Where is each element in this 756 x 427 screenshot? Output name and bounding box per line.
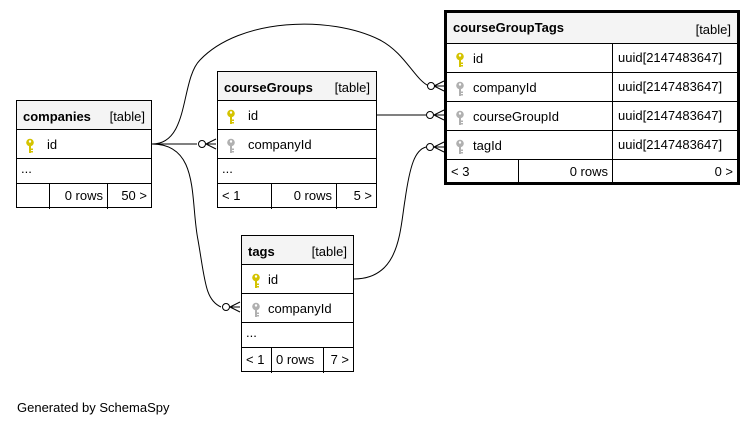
crowfoot-mark bbox=[433, 85, 445, 92]
table-type: [table] bbox=[695, 22, 731, 37]
column-row[interactable]: id uuid[2147483647] bbox=[447, 44, 737, 73]
parents-count[interactable]: < 3 bbox=[451, 164, 470, 179]
column-row[interactable]: id bbox=[17, 130, 151, 159]
primary-key-icon bbox=[226, 109, 236, 128]
column-type: uuid[2147483647] bbox=[612, 44, 722, 72]
column-row[interactable]: id bbox=[242, 265, 353, 294]
parents-count[interactable] bbox=[17, 184, 49, 209]
table-header: companies [table] bbox=[17, 101, 151, 130]
crowfoot-mark bbox=[229, 301, 241, 308]
column-row[interactable]: id bbox=[218, 101, 376, 130]
column-name: companyId bbox=[268, 301, 332, 316]
column-name: companyId bbox=[248, 137, 312, 152]
children-count[interactable]: 7 > bbox=[323, 348, 353, 373]
table-tags[interactable]: tags [table] id companyId ... < 1 0 rows… bbox=[241, 235, 354, 373]
foreign-key-icon bbox=[226, 138, 236, 157]
crowfoot-mark bbox=[205, 143, 217, 150]
primary-key-icon bbox=[251, 273, 261, 292]
more-columns: ... bbox=[242, 323, 353, 348]
column-type: uuid[2147483647] bbox=[612, 73, 722, 101]
table-type: [table] bbox=[109, 109, 145, 124]
column-row[interactable]: courseGroupId uuid[2147483647] bbox=[447, 102, 737, 131]
table-companies[interactable]: companies [table] id ... 0 rows 50 > bbox=[16, 100, 152, 209]
table-header: courseGroups [table] bbox=[218, 72, 376, 101]
column-type: uuid[2147483647] bbox=[612, 131, 722, 159]
optional-marker bbox=[426, 143, 434, 151]
row-count: 0 rows bbox=[271, 348, 323, 373]
foreign-key-icon bbox=[455, 81, 465, 100]
crowfoot-mark bbox=[433, 80, 445, 87]
crowfoot-mark bbox=[205, 138, 217, 145]
row-count: 0 rows bbox=[49, 184, 107, 209]
table-name: courseGroups bbox=[224, 80, 313, 95]
foreign-key-icon bbox=[251, 302, 261, 321]
table-header: courseGroupTags [table] bbox=[447, 13, 737, 44]
column-name: id bbox=[248, 108, 259, 123]
crowfoot-mark bbox=[433, 146, 445, 153]
column-type: uuid[2147483647] bbox=[612, 102, 722, 130]
optional-marker bbox=[427, 82, 435, 90]
table-footer: < 3 0 rows 0 > bbox=[447, 160, 737, 185]
foreign-key-icon bbox=[455, 139, 465, 158]
table-footer: < 1 0 rows 5 > bbox=[218, 184, 376, 209]
more-columns: ... bbox=[17, 159, 151, 184]
table-footer: < 1 0 rows 7 > bbox=[242, 348, 353, 373]
optional-marker bbox=[426, 111, 434, 119]
primary-key-icon bbox=[25, 138, 35, 157]
table-header: tags [table] bbox=[242, 236, 353, 265]
column-name: id bbox=[47, 137, 58, 152]
column-row[interactable]: companyId bbox=[218, 130, 376, 159]
table-type: [table] bbox=[334, 80, 370, 95]
relationship-line bbox=[151, 143, 222, 308]
crowfoot-mark bbox=[433, 141, 445, 148]
parents-count[interactable]: < 1 bbox=[246, 352, 265, 367]
table-footer: 0 rows 50 > bbox=[17, 184, 151, 209]
generated-by-text: Generated by SchemaSpy bbox=[17, 400, 170, 415]
children-count[interactable]: 0 > bbox=[612, 160, 737, 185]
column-row[interactable]: companyId bbox=[242, 294, 353, 323]
table-name: tags bbox=[248, 244, 275, 259]
row-count: 0 rows bbox=[271, 184, 336, 209]
crowfoot-mark bbox=[433, 114, 445, 121]
column-name: tagId bbox=[473, 138, 502, 153]
table-name: courseGroupTags bbox=[453, 20, 565, 35]
column-row[interactable]: companyId uuid[2147483647] bbox=[447, 73, 737, 102]
table-name: companies bbox=[23, 109, 91, 124]
children-count[interactable]: 50 > bbox=[107, 184, 151, 209]
more-columns: ... bbox=[218, 159, 376, 184]
parents-count[interactable]: < 1 bbox=[222, 188, 241, 203]
column-name: companyId bbox=[473, 80, 537, 95]
column-name: id bbox=[268, 272, 279, 287]
optional-marker bbox=[222, 303, 230, 311]
optional-marker bbox=[198, 140, 206, 148]
table-type: [table] bbox=[311, 244, 347, 259]
crowfoot-mark bbox=[433, 109, 445, 116]
column-name: id bbox=[473, 51, 484, 66]
column-name: courseGroupId bbox=[473, 109, 559, 124]
table-courseGroupTags[interactable]: courseGroupTags [table] id uuid[21474836… bbox=[444, 10, 740, 185]
children-count[interactable]: 5 > bbox=[336, 184, 376, 209]
row-count: 0 rows bbox=[518, 160, 612, 185]
column-row[interactable]: tagId uuid[2147483647] bbox=[447, 131, 737, 160]
table-courseGroups[interactable]: courseGroups [table] id companyId ... < … bbox=[217, 71, 377, 209]
foreign-key-icon bbox=[455, 110, 465, 129]
primary-key-icon bbox=[455, 52, 465, 71]
crowfoot-mark bbox=[229, 306, 241, 313]
